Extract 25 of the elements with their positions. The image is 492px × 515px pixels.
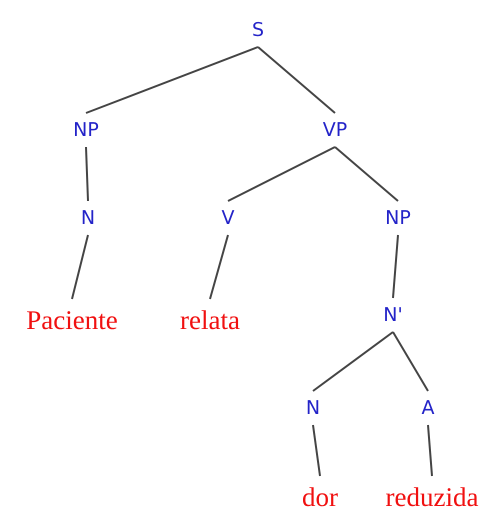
word-label: reduzida bbox=[372, 480, 492, 514]
tree-branch bbox=[71, 234, 89, 300]
word-label: relata bbox=[168, 303, 252, 337]
tree-branch bbox=[312, 331, 394, 392]
word-label: Paciente bbox=[7, 303, 137, 337]
tree-branch bbox=[85, 146, 89, 202]
tree-branch bbox=[209, 234, 229, 300]
tree-branch bbox=[392, 332, 429, 392]
tree-branch bbox=[427, 424, 433, 476]
tree-branch bbox=[392, 234, 399, 298]
category-label: N bbox=[300, 395, 326, 421]
tree-branch bbox=[86, 46, 258, 114]
category-label: VP bbox=[315, 117, 355, 143]
tree-branch bbox=[334, 146, 399, 202]
word-label: dor bbox=[295, 480, 345, 514]
category-label: NP bbox=[378, 205, 418, 231]
tree-branch bbox=[257, 46, 336, 114]
category-label: A bbox=[415, 395, 441, 421]
category-label: S bbox=[243, 17, 273, 43]
category-label: NP bbox=[66, 117, 106, 143]
tree-branch bbox=[228, 146, 336, 202]
category-label: N bbox=[75, 205, 101, 231]
tree-branch bbox=[312, 424, 321, 476]
category-label: N' bbox=[376, 302, 410, 328]
category-label: V bbox=[215, 205, 241, 231]
